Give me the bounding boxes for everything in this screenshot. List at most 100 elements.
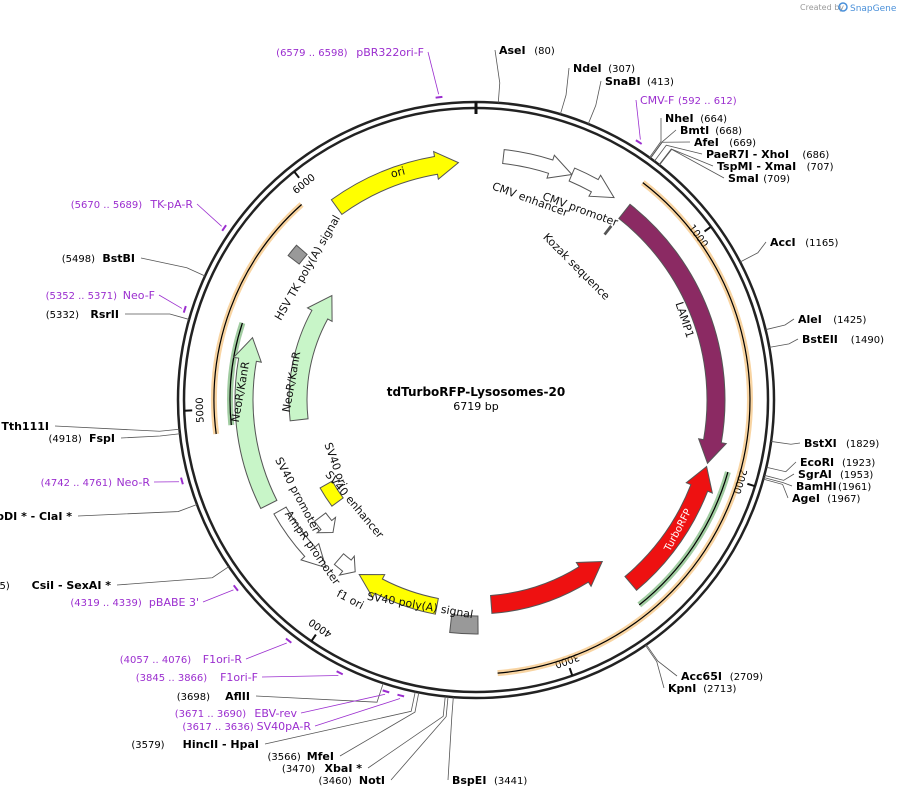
site-name: AseI [499, 44, 526, 57]
tick-6000 [293, 170, 300, 179]
site-name: FspI [89, 432, 115, 445]
site-name: AleI [798, 313, 822, 326]
orf-arc-main [497, 182, 751, 674]
site-name: PaeR7I - XhoI [706, 148, 789, 161]
site-alei[interactable]: AleI(1425) [765, 313, 867, 331]
site-agei[interactable]: AgeI(1967) [763, 478, 861, 505]
primer-name: Neo-F [123, 289, 155, 302]
primer-cmv-f[interactable]: CMV-F(592 .. 612) [635, 94, 737, 145]
site-rsrii[interactable]: RsrII(5332) [46, 308, 190, 321]
primer-pbr322ori-f[interactable]: pBR322ori-F(6579 .. 6598) [276, 46, 443, 99]
tick-label: 6000 [291, 172, 318, 196]
site-name: XbaI * [325, 762, 363, 775]
primer-sv40pa-r[interactable]: SV40pA-R(3617 .. 3636) [182, 693, 405, 733]
feature-turborfp-1 [624, 465, 714, 592]
primer-name: CMV-F [640, 94, 674, 107]
site-bspdi-clai[interactable]: BspDI * - ClaI *(4656) [0, 504, 198, 523]
site-hincii-hpai[interactable]: HincII - HpaI(3579) [131, 691, 416, 751]
site-pflfi-tth111i[interactable]: PflFI - Tth111I(4934) [0, 420, 180, 433]
site-asei[interactable]: AseI(80) [494, 44, 555, 103]
site-fspi[interactable]: FspI (4918) [49, 432, 180, 445]
primer-arrow-icon [180, 477, 184, 485]
site-position: (307) [608, 64, 635, 75]
primer-name: F1ori-R [203, 653, 243, 666]
site-leader-line [763, 478, 789, 499]
primer-name: EBV-rev [254, 707, 297, 720]
primer-arrow-icon [435, 95, 443, 99]
site-name: AccI [770, 236, 796, 249]
site-ecori[interactable]: EcoRI (1923) [766, 456, 875, 473]
site-tspmi-xmai[interactable]: TspMI - XmaI(707) [658, 148, 834, 173]
site-position: (5498) [62, 254, 95, 265]
primer-pbabe-3[interactable]: pBABE 3'(4319 .. 4339) [70, 584, 239, 609]
site-name: Acc65I [681, 670, 722, 683]
tick-1000 [703, 225, 712, 233]
site-position: (1829) [846, 439, 879, 450]
primer-arrow-icon [397, 693, 405, 698]
site-mfei[interactable]: MfeI(3566) [268, 692, 420, 763]
site-acci[interactable]: AccI (1165) [739, 236, 839, 263]
site-kpni[interactable]: KpnI(2713) [645, 644, 737, 695]
site-position: (707) [807, 162, 834, 173]
site-bstbi[interactable]: BstBI(5498) [62, 252, 206, 277]
primer-arrow-icon [635, 139, 643, 145]
site-position: (4405) [0, 581, 10, 592]
site-paer7i-xhoi[interactable]: PaeR7I - XhoI (686) [654, 144, 829, 162]
site-name: BmtI [680, 124, 709, 137]
site-position: (3470) [282, 764, 315, 775]
primer-neo-f[interactable]: Neo-F(5352 .. 5371) [46, 289, 187, 313]
site-smai[interactable]: SmaI(709) [659, 148, 790, 185]
primer-range: (3671 .. 3690) [175, 709, 247, 720]
primer-name: pBABE 3' [149, 596, 199, 609]
site-noti[interactable]: NotI(3460) [319, 696, 449, 787]
site-position: (709) [763, 174, 790, 185]
site-position: (1961) [838, 482, 871, 493]
site-sgrai[interactable]: SgrAI(1953) [764, 468, 873, 481]
primer-f1ori-r[interactable]: F1ori-R(4057 .. 4076) [120, 637, 292, 666]
site-ndei[interactable]: NdeI(307) [559, 62, 635, 115]
site-leader-line [124, 313, 190, 320]
site-name: HincII - HpaI [183, 738, 259, 751]
tick-3000 [568, 667, 574, 676]
feature-ampr-promoter [333, 553, 356, 576]
primer-range: (6579 .. 6598) [276, 48, 348, 59]
site-aflii[interactable]: AflII(3698) [177, 683, 384, 703]
site-xbai[interactable]: XbaI * (3470) [282, 696, 446, 775]
primer-arrow-icon [221, 224, 227, 232]
primer-f1ori-f[interactable]: F1ori-F(3845 .. 3866) [136, 670, 344, 684]
primer-tk-pa-r[interactable]: TK-pA-R(5670 .. 5689) [71, 198, 227, 232]
site-leader-line [255, 683, 384, 703]
site-bamhi[interactable]: BamHI(1961) [763, 477, 872, 493]
orf-arc-neor-outer [213, 204, 302, 435]
snapgene-logo-icon [838, 2, 848, 12]
site-nhei[interactable]: NheI(664) [649, 112, 727, 158]
site-bsteii[interactable]: BstEII(1490) [769, 333, 884, 348]
site-leader-line [658, 148, 714, 167]
primer-sites: pBR322ori-F(6579 .. 6598) CMV-F(592 .. 61… [41, 46, 737, 733]
site-position: (668) [715, 126, 742, 137]
primer-neo-r[interactable]: Neo-R(4742 .. 4761) [41, 476, 184, 489]
site-position: (1953) [840, 470, 873, 481]
site-position: (686) [802, 150, 829, 161]
site-name: AgeI [792, 492, 820, 505]
primer-ebv-rev[interactable]: EBV-rev (3671 .. 3690) [175, 689, 390, 720]
site-snabi[interactable]: SnaBI(413) [587, 75, 674, 125]
site-position: (1165) [805, 238, 838, 249]
primer-leader-line [196, 203, 222, 227]
site-leader-line [766, 461, 797, 473]
site-name: EcoRI [800, 456, 834, 469]
site-position: (4918) [49, 434, 82, 445]
site-position: (413) [647, 77, 674, 88]
site-afei[interactable]: AfeI(669) [650, 136, 757, 159]
site-position: (3460) [319, 776, 352, 787]
credit-prefix: Created by [800, 3, 844, 12]
site-leader-line [769, 338, 799, 348]
site-acc65i[interactable]: Acc65I(2709) [645, 644, 763, 683]
site-csii-sexai[interactable]: CsiI - SexAI *(4405) [0, 566, 230, 592]
site-position: (2713) [703, 684, 736, 695]
site-position: (1923) [842, 458, 875, 469]
site-bspei[interactable]: BspEI(3441) [447, 697, 527, 787]
tick-2000 [747, 482, 756, 488]
primer-arrow-icon [182, 305, 187, 313]
site-bstxi[interactable]: BstXI(1829) [771, 437, 879, 450]
